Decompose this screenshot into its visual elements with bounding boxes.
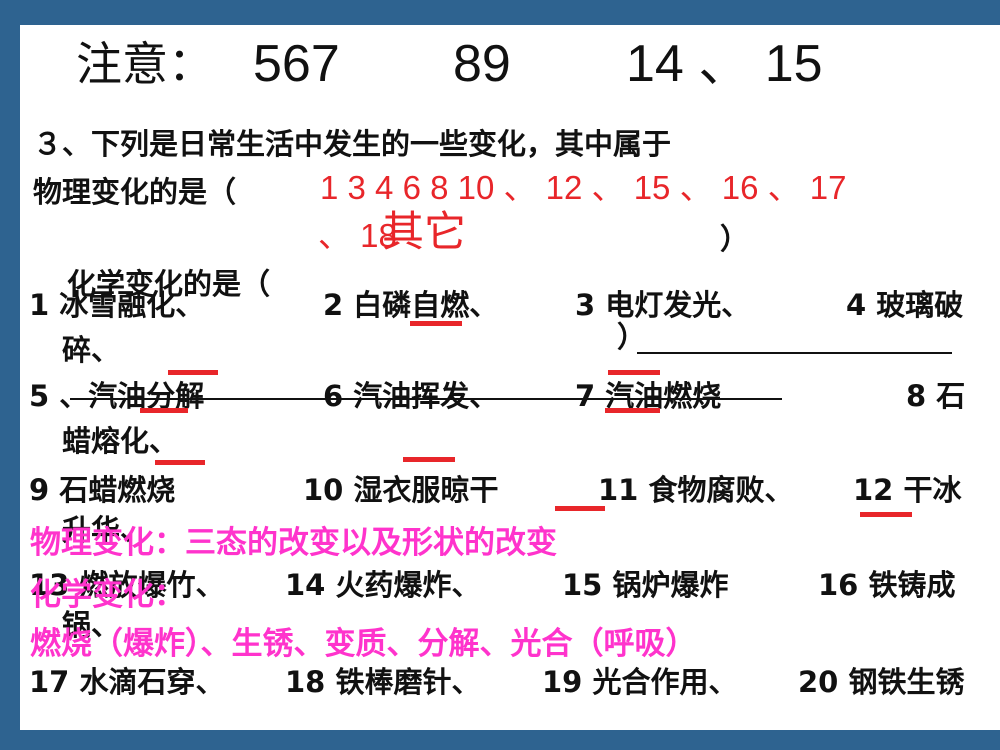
note-label: 注意： bbox=[76, 37, 214, 91]
question-line-2: 物理变化的是（ bbox=[33, 175, 237, 209]
item-3: 3 电灯发光、 bbox=[575, 288, 751, 322]
chemical-prompt: 化学变化的是（ bbox=[67, 267, 271, 301]
item-12: 12 干冰 bbox=[853, 473, 962, 507]
item-12-cont: 升华、 bbox=[62, 513, 150, 547]
item-5: 5 、汽油分解 bbox=[29, 379, 205, 413]
underline-mark bbox=[140, 408, 188, 413]
underline-mark bbox=[410, 321, 462, 326]
item-7: 7 汽油燃烧 bbox=[575, 379, 722, 413]
answer-blank-line bbox=[637, 352, 952, 354]
item-1: 1 冰雪融化、 bbox=[29, 288, 205, 322]
item-10: 10 湿衣服晾干 bbox=[303, 473, 499, 507]
question-line-1: ３、下列是日常生活中发生的一些变化，其中属于 bbox=[33, 127, 672, 161]
underline-mark bbox=[403, 457, 455, 462]
item-2: 2 白磷自燃、 bbox=[323, 288, 499, 322]
underline-mark bbox=[155, 460, 205, 465]
underline-mark bbox=[168, 370, 218, 375]
chemical-close-paren: ） bbox=[617, 320, 647, 354]
item-4-cont: 碎、 bbox=[62, 333, 121, 367]
item-14: 14 火药爆炸、 bbox=[285, 568, 481, 602]
item-8: 8 石 bbox=[906, 379, 966, 413]
item-8-cont: 蜡熔化、 bbox=[62, 424, 179, 458]
underline-mark bbox=[608, 370, 660, 375]
underline-mark bbox=[605, 408, 660, 413]
chemical-change-note: 化学变化： bbox=[30, 577, 185, 613]
item-17: 17 水滴石穿、 bbox=[29, 665, 225, 699]
physical-change-note: 物理变化：三态的改变以及形状的改变 bbox=[30, 525, 557, 561]
item-15: 15 锅炉爆炸 bbox=[562, 568, 729, 602]
underline-mark bbox=[555, 506, 605, 511]
item-13: 13 燃放爆竹、 bbox=[29, 568, 225, 602]
slide: 注意： 567 89 14 、 15 ３、下列是日常生活中发生的一些变化，其中属… bbox=[20, 25, 1000, 730]
note-number-89: 89 bbox=[453, 35, 511, 93]
item-6: 6 汽油挥发、 bbox=[323, 379, 499, 413]
strike-line bbox=[70, 398, 782, 400]
item-11: 11 食物腐败、 bbox=[598, 473, 794, 507]
handwritten-physical-answer-cont: 、 18 bbox=[318, 217, 397, 254]
item-4: 4 玻璃破 bbox=[846, 288, 964, 322]
note-number-567: 567 bbox=[253, 35, 340, 93]
item-16: 16 铁铸成 bbox=[818, 568, 956, 602]
item-9: 9 石蜡燃烧 bbox=[29, 473, 176, 507]
item-18: 18 铁棒磨针、 bbox=[285, 665, 481, 699]
item-20: 20 钢铁生锈 bbox=[798, 665, 965, 699]
question-close-paren: ） bbox=[720, 222, 750, 256]
handwritten-physical-answer: 1 3 4 6 8 10 、 12 、 15 、 16 、 17 bbox=[320, 169, 847, 206]
handwritten-other: 其它 bbox=[382, 207, 467, 256]
chemical-change-examples: 燃烧（爆炸）、生锈、变质、分解、光合（呼吸） bbox=[30, 626, 697, 662]
underline-mark bbox=[860, 512, 912, 517]
note-number-14-15: 14 、 15 bbox=[626, 35, 823, 93]
item-19: 19 光合作用、 bbox=[542, 665, 738, 699]
item-16-cont: 锅、 bbox=[62, 608, 121, 642]
